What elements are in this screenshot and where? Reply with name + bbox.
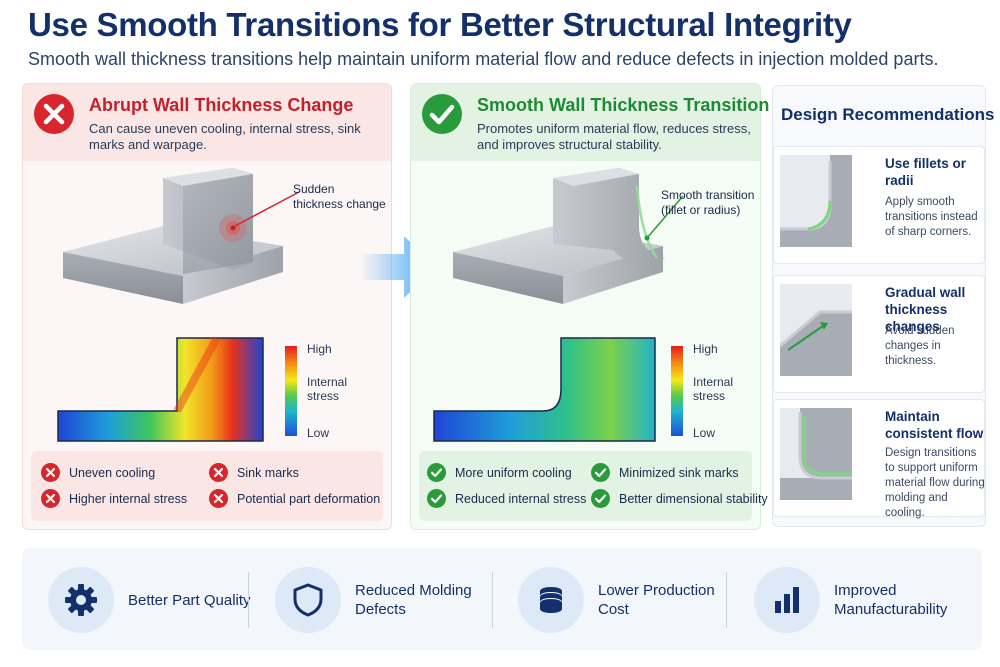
- benefit-item: Improved Manufacturability: [754, 560, 974, 640]
- point-label: Better dimensional stability: [619, 491, 768, 506]
- benefit-item: Reduced Molding Defects: [275, 560, 495, 640]
- consistent-flow-illustration: [780, 408, 852, 500]
- smooth-legend-mid: Internal stress: [693, 375, 733, 403]
- check-circle-icon: [591, 463, 610, 482]
- benefits-strip: Better Part Quality Reduced Molding Defe…: [22, 548, 982, 650]
- list-item: Sink marks: [209, 463, 299, 482]
- recommendation-card: Gradual wall thickness changes Avoid sud…: [773, 275, 985, 393]
- abrupt-panel-header: Abrupt Wall Thickness Change Can cause u…: [23, 84, 391, 161]
- recommendation-description: Avoid sudden changes in thickness.: [885, 325, 955, 367]
- abrupt-legend-high: High: [307, 342, 332, 356]
- list-item: Reduced internal stress: [427, 489, 586, 508]
- recommendation-title: Use fillets or radii: [885, 156, 967, 188]
- shield-icon: [275, 567, 341, 633]
- coins-icon: [518, 567, 584, 633]
- recommendation-title: Maintain consistent flow: [885, 409, 984, 441]
- abrupt-callout-line-1: Sudden: [293, 182, 335, 196]
- smooth-callout-line-2: (fillet or radius): [661, 203, 741, 217]
- abrupt-stress-legend-bar: [285, 346, 297, 436]
- x-circle-icon: [41, 463, 60, 482]
- smooth-stress-heatmap: [433, 337, 656, 442]
- abrupt-part-render: [63, 168, 300, 304]
- divider: [492, 572, 493, 628]
- point-label: Potential part deformation: [237, 491, 381, 506]
- smooth-stress-legend-bar: [671, 346, 683, 436]
- list-item: Minimized sink marks: [591, 463, 738, 482]
- point-label: Minimized sink marks: [619, 465, 739, 480]
- abrupt-legend-low: Low: [307, 426, 330, 440]
- recommendation-card: Use fillets or radii Apply smooth transi…: [773, 146, 985, 264]
- smooth-transition-panel: Smooth Wall Thickness Transition Promote…: [410, 83, 769, 530]
- smooth-panel-title: Smooth Wall Thickness Transition: [477, 95, 770, 115]
- x-circle-icon: [209, 489, 228, 508]
- smooth-legend-mid-line-1: Internal: [693, 375, 734, 389]
- smooth-panel-header: Smooth Wall Thickness Transition Promote…: [411, 84, 769, 161]
- divider: [726, 572, 727, 628]
- abrupt-stress-heatmap: [57, 337, 264, 442]
- list-item: Uneven cooling: [41, 463, 155, 482]
- check-circle-icon: [591, 489, 610, 508]
- smooth-legend-mid-line-2: stress: [693, 389, 726, 403]
- abrupt-legend-mid-line-1: Internal: [307, 375, 348, 389]
- x-circle-icon: [209, 463, 228, 482]
- recommendation-title: Gradual wall thickness changes: [885, 285, 966, 334]
- x-circle-icon: [41, 489, 60, 508]
- benefit-item: Better Part Quality: [48, 560, 268, 640]
- smooth-callout-line-1: Smooth transition: [661, 188, 755, 202]
- check-circle-icon: [427, 489, 446, 508]
- recommendations-title: Design Recommendations: [781, 105, 995, 124]
- benefit-label: Better Part Quality: [128, 591, 251, 609]
- smooth-part-render: [453, 168, 684, 304]
- abrupt-transition-panel: Abrupt Wall Thickness Change Can cause u…: [22, 83, 392, 530]
- x-circle-icon: [33, 93, 75, 135]
- abrupt-panel-description: Can cause uneven cooling, internal stres…: [89, 121, 361, 152]
- gear-icon: [48, 567, 114, 633]
- point-label: Higher internal stress: [69, 491, 188, 506]
- benefit-label: Improved Manufacturability: [834, 582, 948, 618]
- check-circle-icon: [427, 463, 446, 482]
- smooth-benefits-list: More uniform cooling Minimized sink mark…: [419, 451, 768, 521]
- bar-chart-icon: [754, 567, 820, 633]
- abrupt-callout: Sudden thickness change: [293, 182, 386, 212]
- abrupt-panel-title: Abrupt Wall Thickness Change: [89, 95, 354, 115]
- fillet-illustration: [780, 155, 852, 247]
- gradual-thickness-illustration: [780, 284, 852, 376]
- point-label: Sink marks: [237, 465, 299, 480]
- check-circle-icon: [421, 93, 463, 135]
- page-subtitle: Smooth wall thickness transitions help m…: [28, 49, 939, 69]
- recommendation-card: Maintain consistent flow Design transiti…: [773, 399, 985, 519]
- smooth-legend-high: High: [693, 342, 718, 356]
- abrupt-legend-mid-line-2: stress: [307, 389, 340, 403]
- abrupt-drawbacks-list: Uneven cooling Sink marks Higher interna…: [31, 451, 383, 521]
- smooth-panel-description: Promotes uniform material flow, reduces …: [477, 121, 751, 152]
- recommendation-description: Design transitions to support uniform ma…: [885, 447, 985, 519]
- benefit-label: Reduced Molding Defects: [355, 582, 472, 618]
- design-recommendations-panel: Design Recommendations Use fillets or ra…: [772, 85, 995, 527]
- smooth-callout: Smooth transition (fillet or radius): [661, 188, 754, 218]
- point-label: Reduced internal stress: [455, 491, 587, 506]
- recommendation-description: Apply smooth transitions instead of shar…: [885, 196, 978, 238]
- point-label: Uneven cooling: [69, 465, 156, 480]
- smooth-legend-low: Low: [693, 426, 716, 440]
- point-label: More uniform cooling: [455, 465, 572, 480]
- list-item: Potential part deformation: [209, 489, 380, 508]
- list-item: Better dimensional stability: [591, 489, 768, 508]
- benefit-label: Lower Production Cost: [598, 582, 715, 618]
- benefit-item: Lower Production Cost: [518, 560, 738, 640]
- abrupt-legend-mid: Internal stress: [307, 375, 347, 403]
- abrupt-callout-line-2: thickness change: [293, 197, 386, 211]
- list-item: More uniform cooling: [427, 463, 572, 482]
- list-item: Higher internal stress: [41, 489, 187, 508]
- divider: [248, 572, 249, 628]
- page-title: Use Smooth Transitions for Better Struct…: [28, 6, 852, 43]
